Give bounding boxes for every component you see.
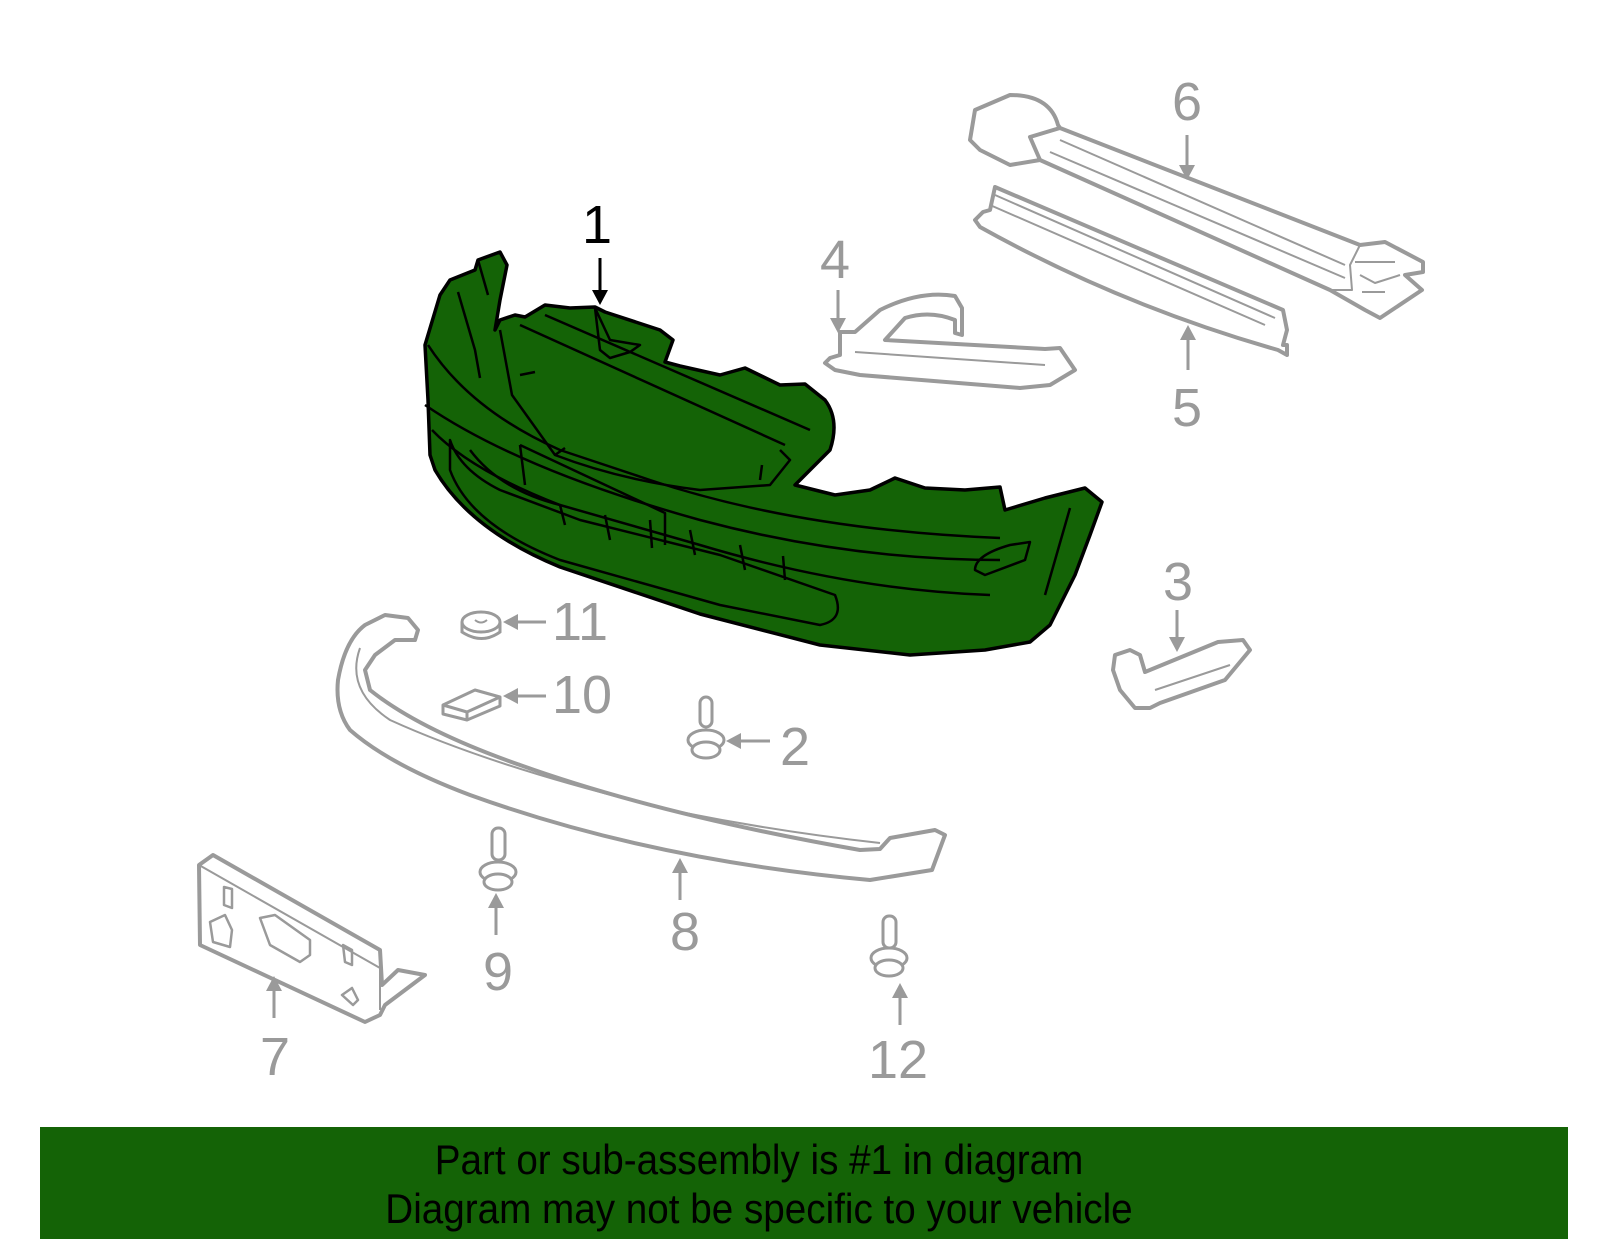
part-2-bolt[interactable] (686, 695, 726, 760)
info-banner: Part or sub-assembly is #1 in diagram Di… (40, 1127, 1568, 1239)
callout-7: 7 (260, 1027, 290, 1087)
arrow-7 (266, 976, 282, 1018)
arrow-3 (1169, 610, 1185, 652)
arrow-11 (503, 614, 546, 630)
callout-5: 5 (1172, 378, 1202, 438)
part-12-clip[interactable] (869, 914, 909, 978)
part-9-clip[interactable] (478, 826, 518, 892)
part-1-bumper-cover[interactable] (423, 250, 1104, 657)
arrow-9 (488, 893, 504, 935)
arrow-10 (503, 688, 546, 704)
part-3-side-bracket[interactable] (1111, 638, 1252, 710)
leader-arrows (266, 135, 1196, 1025)
part-10-pad[interactable] (441, 688, 502, 722)
part-8-lower-valance[interactable] (335, 613, 947, 882)
callout-9: 9 (483, 942, 513, 1002)
callout-3: 3 (1163, 552, 1193, 612)
arrow-1 (592, 258, 608, 305)
arrow-8 (672, 858, 688, 900)
arrow-2 (726, 733, 770, 749)
part-7-license-bracket[interactable] (197, 853, 427, 1024)
arrow-12 (892, 983, 908, 1025)
callout-11: 11 (552, 592, 608, 652)
arrow-5 (1180, 325, 1196, 370)
callout-12: 12 (868, 1030, 928, 1090)
part-4-upper-bracket[interactable] (823, 292, 1077, 390)
part-11-nut[interactable] (460, 610, 502, 640)
banner-line-1: Part or sub-assembly is #1 in diagram (434, 1136, 1084, 1183)
banner-line-2: Diagram may not be specific to your vehi… (385, 1185, 1133, 1232)
callout-1: 1 (582, 195, 612, 255)
part-6-reinforcement-beam[interactable] (968, 93, 1425, 320)
callout-2: 2 (780, 717, 810, 777)
arrow-4 (830, 290, 846, 333)
arrow-6 (1179, 135, 1195, 180)
callout-10: 10 (552, 665, 612, 725)
callout-6: 6 (1172, 72, 1202, 132)
callout-8: 8 (670, 902, 700, 962)
callout-labels: 1 2 3 4 5 6 7 8 9 10 11 12 (260, 72, 1202, 1090)
callout-4: 4 (820, 230, 850, 290)
part-5-energy-absorber[interactable] (973, 185, 1289, 357)
